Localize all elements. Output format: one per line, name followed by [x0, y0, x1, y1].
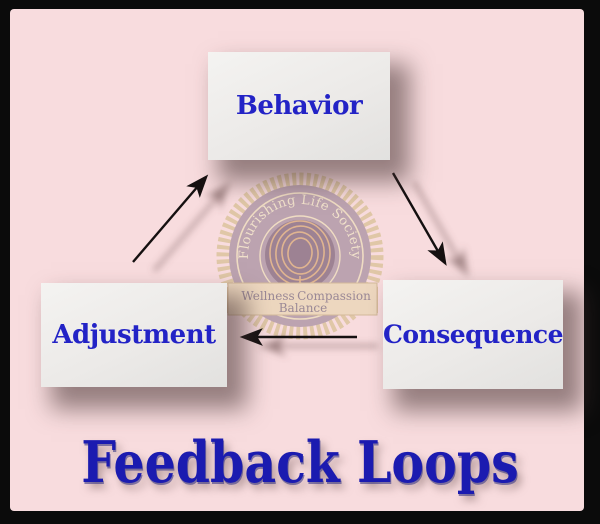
watermark-seal: Flourishing Life Society Wellness Compas…	[216, 172, 384, 340]
banner-word-wellness: Wellness	[241, 289, 294, 303]
banner-word-compassion: Compassion	[297, 289, 371, 303]
seal-banner: Wellness Compassion Balance	[222, 282, 378, 316]
node-behavior-label: Behavior	[235, 91, 363, 121]
node-consequence: Consequence	[382, 280, 564, 389]
page-title: Feedback Loops	[81, 429, 519, 496]
seal-serrated-edge-icon	[216, 172, 384, 340]
tree-emblem-icon	[265, 220, 335, 292]
node-consequence-label: Consequence	[382, 320, 564, 349]
arrow-consequence-to-adjustment	[239, 328, 357, 346]
arrow-behavior-to-consequence	[391, 172, 447, 266]
arrow-adjustment-to-behavior	[132, 174, 209, 263]
banner-word-balance: Balance	[279, 301, 328, 315]
arrow-shadows	[152, 180, 470, 358]
node-behavior: Behavior	[208, 52, 390, 160]
node-adjustment: Adjustment	[41, 283, 227, 387]
node-adjustment-label: Adjustment	[52, 320, 216, 350]
seal-ring-outer	[236, 192, 364, 320]
